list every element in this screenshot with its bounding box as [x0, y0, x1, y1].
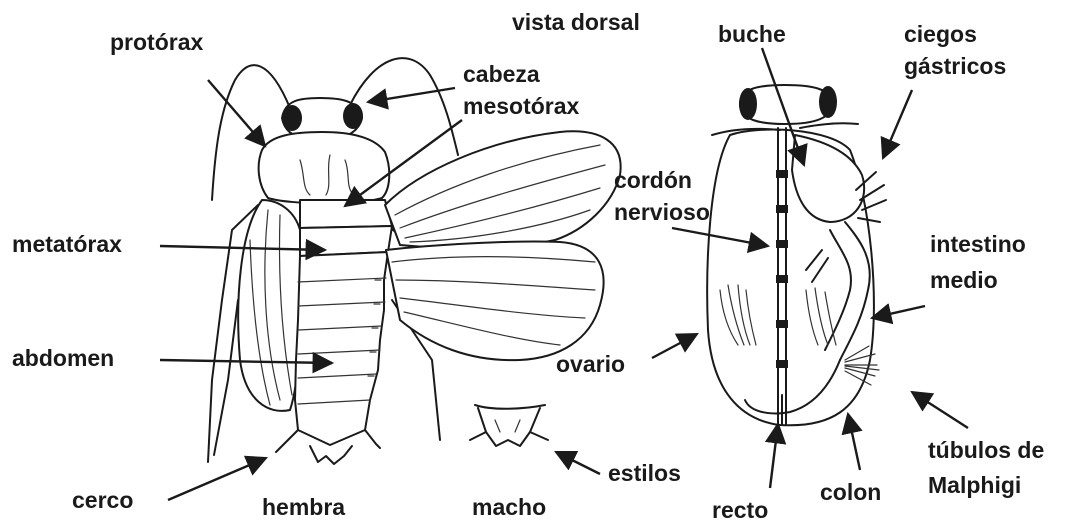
arrow-ciegos — [883, 90, 912, 158]
label-tubulos-line2: Malphigi — [928, 472, 1021, 498]
dissection-eye-right — [819, 86, 837, 118]
arrow-intestino — [872, 306, 925, 318]
ganglion-2 — [776, 205, 788, 213]
pronotum-shape — [259, 132, 390, 203]
label-cabeza: cabeza — [463, 61, 540, 87]
label-intestino-line1: intestino — [930, 231, 1026, 257]
label-tubulos-line1: túbulos de — [928, 437, 1044, 463]
ganglion-6 — [776, 360, 788, 368]
ganglion-5 — [776, 320, 788, 328]
ganglion-1 — [776, 170, 788, 178]
male-abdomen-tip-drawing — [470, 405, 548, 446]
label-intestino-line2: medio — [930, 267, 998, 293]
label-ciegos-line2: gástricos — [904, 53, 1006, 79]
label-macho: macho — [472, 494, 546, 520]
arrow-colon — [848, 414, 860, 470]
label-buche: buche — [718, 21, 786, 47]
label-ovario: ovario — [556, 351, 625, 377]
label-colon: colon — [820, 479, 881, 505]
dissection-drawing — [707, 85, 886, 425]
label-mesotorax: mesotórax — [463, 93, 580, 119]
label-cordon-line2: nervioso — [614, 199, 710, 225]
label-cerco: cerco — [72, 487, 133, 513]
eye-left — [282, 105, 302, 131]
arrow-recto — [770, 424, 778, 488]
label-protorax: protórax — [110, 29, 204, 55]
cercus-right — [365, 430, 380, 448]
label-ciegos-line1: ciegos — [904, 21, 977, 47]
arrow-ovario — [652, 334, 697, 358]
ganglion-3 — [776, 240, 788, 248]
label-abdomen: abdomen — [12, 345, 114, 371]
wing-left-tegmen — [238, 200, 302, 411]
abdomen-tip — [310, 446, 352, 464]
arrow-estilos — [556, 452, 600, 474]
arrow-protorax — [208, 80, 265, 146]
cercus-left — [276, 430, 298, 452]
arrow-tubulos — [912, 392, 968, 428]
label-vista-dorsal: vista dorsal — [512, 9, 640, 35]
dissection-eye-left — [739, 88, 757, 120]
hind-wing-upper — [385, 131, 621, 248]
label-cordon-line1: cordón — [614, 167, 692, 193]
cockroach-dorsal-drawing — [208, 58, 621, 464]
arrow-cerco — [168, 458, 266, 500]
ganglion-4 — [776, 275, 788, 283]
label-recto: recto — [712, 497, 768, 523]
label-estilos: estilos — [608, 460, 681, 486]
label-metatorax: metatórax — [12, 231, 122, 257]
eye-right — [343, 103, 363, 129]
label-hembra: hembra — [262, 494, 345, 520]
